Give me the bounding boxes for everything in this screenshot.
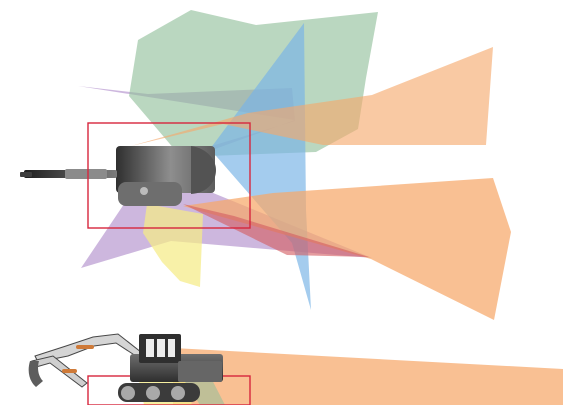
machine-rear-top [191,146,216,194]
orange-zone-lower [183,178,511,320]
machine-bucket-top [20,172,32,177]
side-arm-highlight-2 [62,369,77,373]
yellow-zone [143,204,203,287]
side-bucket [28,361,43,387]
side-wheel-3 [171,386,185,400]
side-cab-window-3 [168,339,175,357]
machine-arm-detail-top [65,169,107,179]
red-zone [183,204,369,257]
side-arm-highlight-1 [76,345,94,349]
excavator-top-icon [20,146,216,206]
orange-zone-upper [131,47,493,146]
blue-zone [210,23,311,310]
machine-cab-center [140,187,148,195]
side-counterweight [178,361,222,382]
excavator-side-icon [28,333,223,402]
side-cab-window-2 [157,339,165,357]
side-wheel-2 [146,386,160,400]
side-orange-zone [173,348,563,405]
side-wheel-1 [121,386,135,400]
top-view-frame [87,122,251,229]
machine-cab-top [118,182,182,206]
top-view-zones [78,10,511,320]
side-cab-window-1 [146,339,154,357]
machine-body-top [116,146,215,193]
